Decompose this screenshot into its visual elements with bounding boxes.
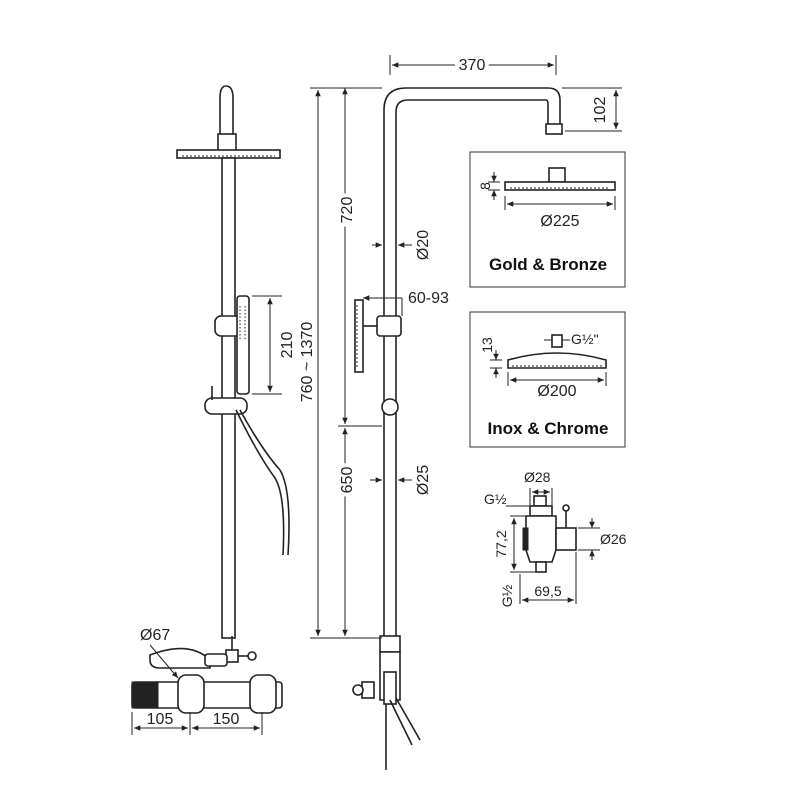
diverter-thread-top: G½ [484,491,507,507]
side-knob [381,398,399,416]
diverter-outlet [555,527,577,551]
gold-head-connector [548,167,566,183]
inox-head-connector [551,334,563,348]
front-view-dimensions: 210 Ø67 105 150 [131,295,296,735]
dim-upper-height: 720 [339,197,356,224]
wall-plate [354,299,364,373]
wall-bracket-clamp [376,315,402,337]
inox-head-diameter: Ø200 [537,383,576,400]
side-joint [379,635,401,653]
diverter-height: 77,2 [493,530,509,557]
mixer-spout-curve [149,647,211,669]
diverter-width: 69,5 [534,583,561,599]
diverter-dia-top: Ø28 [524,469,551,485]
diverter-top-nut [529,505,553,517]
dim-mixer-dia: Ø67 [140,627,170,644]
diverter-body [525,515,557,563]
dim-hand-shower-length: 210 [279,332,296,359]
shower-head-front [176,149,281,159]
diverter-bottom-thread [535,561,547,573]
inox-head-thickness: 13 [479,337,495,353]
diverter-side-knob [522,527,529,551]
variant-gold-title: Gold & Bronze [489,255,607,274]
dim-pipe-lower: Ø25 [415,465,432,495]
arm-tip [545,123,563,135]
arm-inner [395,99,549,640]
dim-wall-bracket: 60-93 [408,290,449,307]
dim-mixer-right: 150 [213,711,240,728]
diverter-detail: Ø28 G½ 77,2 Ø26 G½ 69,5 [484,469,627,607]
dim-lower-height: 650 [339,467,356,494]
diverter-dia-side: Ø26 [600,531,627,547]
diverter-thread-bottom: G½ [499,584,515,607]
mixer-connector [204,653,228,667]
hose-line-b [235,409,285,556]
inox-shower-head [507,352,607,369]
mixer-handle [131,681,159,709]
dim-mixer-left: 105 [147,711,174,728]
side-view [352,87,563,770]
variant-inox-title: Inox & Chrome [488,419,609,438]
gold-head-diameter: Ø225 [540,213,579,230]
arm-outer [383,87,561,640]
dim-total-height: 760 ~ 1370 [299,322,316,403]
inox-thread: G½" [571,331,599,347]
side-spout [395,697,421,741]
mixer-right-nut [249,674,277,714]
side-view-dimensions: 370 102 760 ~ 1370 720 650 Ø20 60-93 Ø25 [295,53,622,639]
head-connector [219,85,234,139]
dim-arm-width: 370 [459,57,486,74]
hand-shower [236,295,250,395]
variant-inox-box: G½" 13 Ø200 Inox & Chrome [469,311,626,448]
dim-pipe-upper: Ø20 [415,230,432,260]
dim-arm-drop: 102 [592,97,609,124]
variant-gold-box: 8 Ø225 Gold & Bronze [469,151,626,288]
hose-line-a [239,409,290,556]
gold-shower-head [504,181,616,191]
mixer-left-nut [177,674,205,714]
gold-head-thickness: 8 [477,182,493,190]
front-view [131,85,290,714]
side-valve [383,671,397,705]
diverter-top-thread [533,495,547,507]
